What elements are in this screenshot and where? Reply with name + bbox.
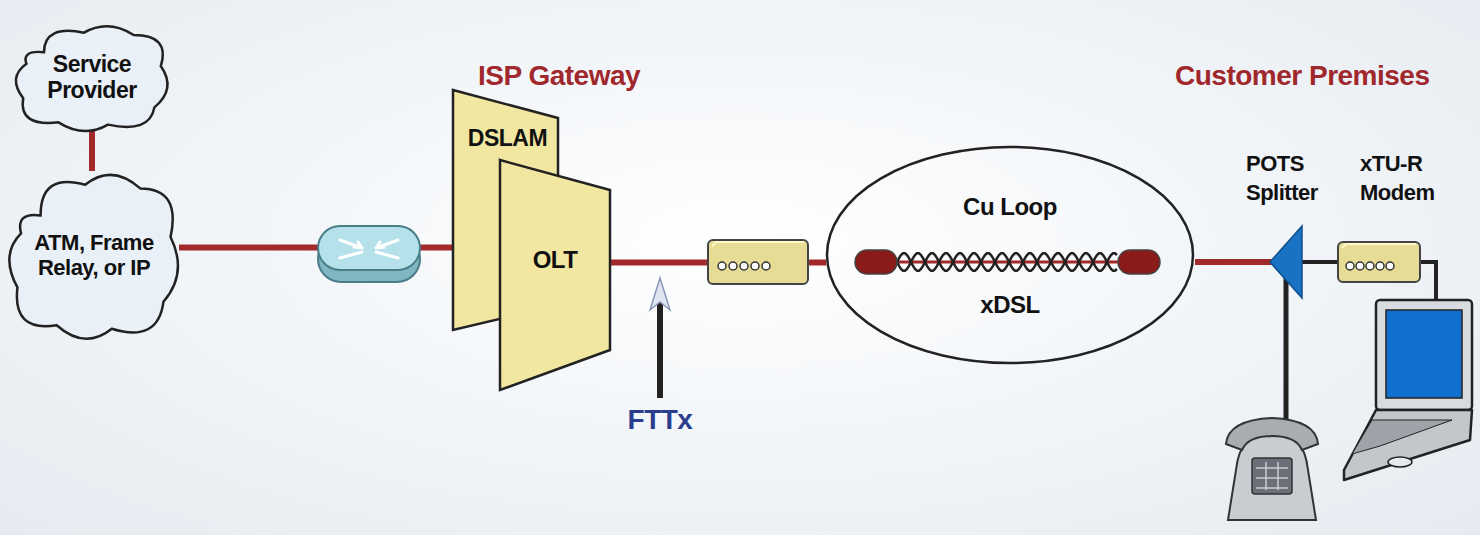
modem-icon [708,240,808,284]
node-text: DSLAM [460,125,555,151]
modem-highlight [1342,244,1416,248]
olt-panel: OLT [500,160,610,390]
router-top [318,226,420,270]
laptop-lid [1376,300,1472,410]
twisted-pair [855,250,1160,274]
pots-splitter [1270,226,1302,298]
cloud-node-outline [16,26,168,131]
cloud-node-outline [9,175,178,339]
node-text: xDSL [910,291,1110,319]
pair-strand [897,253,1117,271]
router-icon [318,226,420,282]
laptop-wire [1420,262,1436,300]
fttx-label: FTTx [610,402,710,438]
node-text: Cu Loop [910,193,1110,221]
cloud-node: Service Provider [12,20,172,135]
phone-handset [1226,418,1318,450]
phone-wire [1284,262,1289,430]
modem-light [1356,262,1364,270]
laptop-touchpad [1388,457,1412,467]
laptop-keyboard [1352,420,1452,454]
modem-light [1346,262,1354,270]
pair-strand [897,253,1117,271]
modem-lights [1346,262,1394,270]
modem-light [729,262,737,270]
modem-light [1386,262,1394,270]
modem-lights [718,262,770,270]
modem-light [1366,262,1374,270]
laptop-screen [1386,310,1462,398]
section-heading: Customer Premises [1175,58,1430,94]
olt-panel-outline [500,160,610,390]
pair-connector [855,250,897,274]
modem-light [740,262,748,270]
cu-loop-ellipse: Cu Loop xDSL [825,145,1195,365]
part-label: xTU-R Modem [1360,150,1456,207]
keypad-grid [1256,462,1288,490]
modem-light [751,262,759,270]
modem-body [708,240,808,284]
arrow-head [650,278,670,310]
fttx-arrow [650,278,670,398]
pair-twists [897,253,1117,271]
node-text: OLT [510,246,600,274]
telephone-icon [1226,418,1318,520]
modem-light [718,262,726,270]
arrow-shaft [657,300,663,398]
modem-light [762,262,770,270]
router-arrows [340,240,398,258]
part-label: POTS Splitter [1246,150,1338,207]
modem-highlight [712,242,804,246]
laptop-icon [1344,300,1472,480]
laptop-base [1344,410,1472,480]
connector-line [89,129,95,171]
data-wire [1300,260,1340,264]
loop-wire [1195,259,1272,265]
modem-light [1376,262,1384,270]
cloud-node: ATM, Frame Relay, or IP [5,165,183,345]
node-text: Service Provider [37,51,147,104]
cu-loop-ellipse-shape [825,145,1195,365]
olt-panel-shape [500,160,610,390]
modem-body [1338,242,1420,282]
node-text: ATM, Frame Relay, or IP [29,230,159,281]
xtu-r-modem [1338,242,1420,282]
section-heading: ISP Gateway [478,58,640,94]
cu-loop-ellipse-outline [827,147,1193,363]
pair-connector [1118,250,1160,274]
phone-keypad [1252,458,1292,494]
